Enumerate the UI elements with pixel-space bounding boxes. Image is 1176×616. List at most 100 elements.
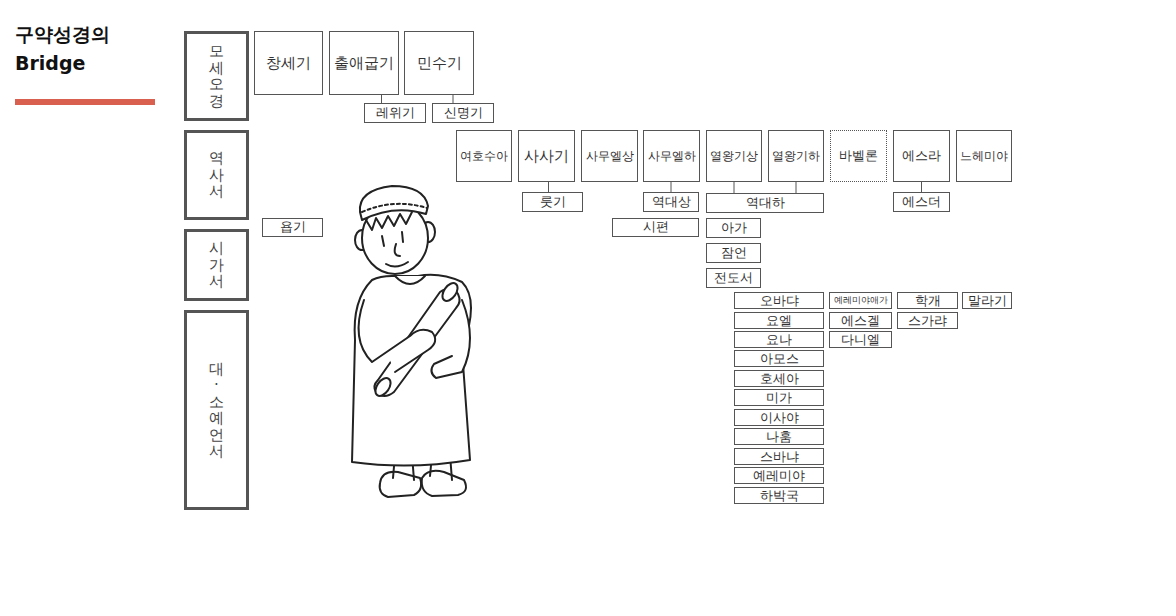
hair: [366, 212, 412, 230]
book-box: 나훔: [734, 428, 824, 445]
category-label: 모세오경: [209, 43, 224, 109]
book-box: 레위기: [364, 103, 426, 123]
book-name: 신명기: [444, 106, 483, 120]
cap: [360, 186, 428, 220]
book-box: 아가: [706, 218, 761, 238]
book-name: 민수기: [417, 55, 462, 72]
category-band: 시가서: [184, 229, 249, 301]
book-name: 잠언: [721, 246, 747, 260]
book-box: 창세기: [254, 31, 323, 95]
book-name: 이사야: [760, 411, 799, 425]
book-name: 학개: [915, 294, 941, 308]
book-box: 오바댜: [734, 292, 824, 309]
book-name: 여호수아: [460, 150, 508, 163]
connector-line: [381, 95, 382, 103]
book-name: 말라기: [968, 294, 1007, 308]
connector-line: [671, 182, 672, 192]
book-name: 창세기: [266, 55, 311, 72]
book-name: 스바냐: [760, 450, 799, 464]
book-box: 열왕기하: [768, 130, 824, 182]
book-name: 전도서: [714, 271, 753, 285]
mouth: [386, 262, 408, 267]
book-box: 역대하: [706, 193, 824, 213]
book-box: 이사야: [734, 409, 824, 426]
book-name: 에스더: [902, 195, 941, 209]
book-box: 하박국: [734, 487, 824, 504]
nose: [395, 244, 400, 256]
book-name: 호세아: [760, 372, 799, 386]
eyes: [382, 232, 403, 246]
right-arm: [431, 300, 470, 378]
book-name: 아모스: [760, 352, 799, 366]
book-name: 느헤미야: [960, 150, 1008, 163]
book-name: 아가: [721, 221, 747, 235]
scholar-figure: [352, 186, 471, 497]
book-name: 에스라: [902, 149, 941, 163]
book-name: 열왕기하: [772, 150, 820, 163]
book-name: 바벨론: [839, 149, 878, 163]
category-label: 시가서: [209, 240, 224, 290]
book-box: 아모스: [734, 350, 824, 367]
left-arm: [359, 300, 436, 372]
book-box: 사무엘상: [581, 130, 638, 182]
book-box: 잠언: [706, 243, 761, 263]
book-name: 하박국: [760, 489, 799, 503]
book-box: 느헤미야: [956, 130, 1012, 182]
book-box: 예레미야: [734, 467, 824, 484]
book-name: 스가랴: [908, 314, 947, 328]
title-underline: [15, 99, 155, 105]
book-name: 요엘: [766, 314, 792, 328]
collar: [395, 276, 425, 284]
book-box: 신명기: [432, 103, 494, 123]
book-name: 미가: [766, 391, 792, 405]
book-box: 스바냐: [734, 448, 824, 465]
book-name: 다니엘: [841, 333, 880, 347]
scroll-end: [372, 375, 393, 398]
connector-line: [734, 182, 735, 193]
connector-line: [548, 182, 549, 192]
category-label: 역사서: [209, 150, 224, 200]
book-box: 말라기: [962, 292, 1012, 309]
book-box: 요엘: [734, 312, 824, 329]
book-name: 룻기: [540, 195, 566, 209]
book-name: 나훔: [766, 430, 792, 444]
book-box: 열왕기상: [706, 130, 762, 182]
book-box: 전도서: [706, 268, 761, 288]
connector-line: [453, 95, 454, 103]
book-name: 에스겔: [841, 314, 880, 328]
scroll-end: [439, 280, 460, 303]
book-box: 요나: [734, 331, 824, 348]
book-box: 에스라: [893, 130, 950, 182]
right-sandal: [422, 471, 466, 496]
book-box: 룻기: [522, 192, 583, 212]
book-name: 요나: [766, 333, 792, 347]
book-box: 역대상: [643, 192, 699, 212]
book-name: 열왕기상: [710, 150, 758, 163]
book-box: 에스겔: [829, 312, 892, 329]
book-name: 출애굽기: [334, 55, 394, 72]
book-box: 바벨론: [830, 130, 887, 182]
connector-line: [796, 182, 797, 193]
category-label: 대·소예언서: [209, 361, 224, 460]
book-name: 사사기: [524, 148, 569, 165]
book-box: 다니엘: [829, 331, 892, 348]
book-box: 사사기: [518, 130, 575, 182]
robe: [352, 275, 471, 466]
book-name: 역대상: [652, 195, 691, 209]
book-box: 예레미야애가: [829, 292, 892, 309]
page-title: 구약성경의 Bridge: [15, 20, 140, 77]
book-name: 사무엘상: [586, 150, 634, 163]
book-box: 시편: [612, 218, 699, 237]
category-band: 역사서: [184, 130, 249, 220]
category-band: 대·소예언서: [184, 310, 249, 510]
category-band: 모세오경: [184, 31, 249, 121]
book-box: 여호수아: [456, 130, 512, 182]
book-box: 학개: [897, 292, 958, 309]
book-box: 에스더: [893, 192, 950, 212]
book-name: 역대하: [746, 196, 785, 210]
book-name: 시편: [643, 220, 669, 234]
book-box: 출애굽기: [329, 31, 399, 95]
book-box: 호세아: [734, 370, 824, 387]
book-box: 스가랴: [897, 312, 958, 329]
book-name: 사무엘하: [648, 150, 696, 163]
